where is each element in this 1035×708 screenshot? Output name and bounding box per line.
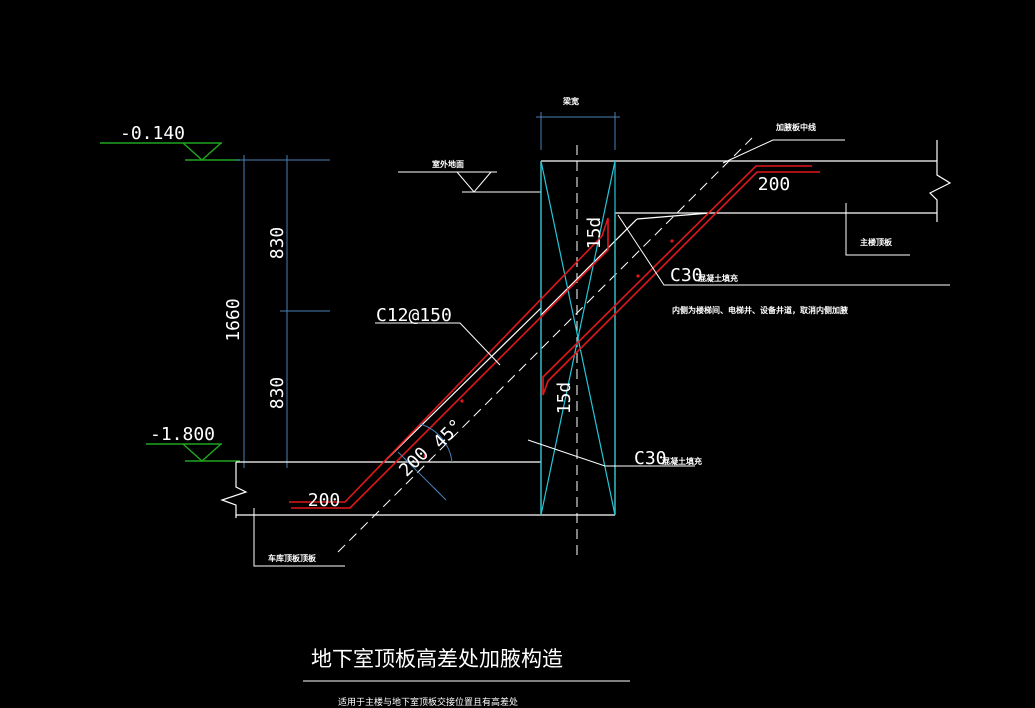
outdoor-ground-label: 室外地面 (432, 159, 464, 169)
column-cross (540, 160, 616, 516)
rebar-lines (289, 165, 820, 509)
dim-lower-830: 830 (267, 377, 288, 410)
ground-marker (398, 171, 541, 193)
angle-dim (397, 423, 453, 501)
garage-slab-label: 车库顶板顶板 (268, 553, 317, 563)
dashed-lines (337, 137, 753, 560)
beam-width-label: 梁宽 (562, 96, 579, 106)
rebar-dots (423, 239, 674, 458)
anchor-15d-top: 15d (584, 217, 605, 250)
dim-upper-830: 830 (267, 227, 288, 260)
elevation-marker-bottom: -1.800 (146, 424, 240, 463)
c30-lower-text: 混凝土填充 (662, 456, 702, 466)
main-roof-slab-label: 主楼顶板 (860, 237, 893, 247)
haunch-thickness-200: 200 (395, 443, 433, 481)
c30-upper-text: 混凝土填充 (698, 273, 738, 283)
slab-outlines (220, 140, 952, 518)
drawing-subtitle: 适用于主楼与地下室顶板交接位置且有高差处 (338, 696, 518, 708)
rebar-label: C12@150 (376, 305, 452, 326)
angle-45: 45° (429, 415, 467, 453)
anchor-15d-bottom: 15d (554, 382, 575, 415)
c30-lower: C30 (634, 448, 667, 469)
top-lap-200: 200 (758, 174, 791, 195)
drawing-title: 地下室顶板高差处加腋构造 (311, 647, 563, 671)
inner-side-note: 内侧为楼梯间、电梯井、设备井道，取消内侧加腋 (672, 305, 848, 315)
elevation-bottom-text: -1.800 (150, 424, 215, 445)
haunch-centerline-label: 加腋板中线 (775, 122, 816, 132)
elevation-marker-top: -0.140 (100, 123, 240, 162)
elevation-top-text: -0.140 (120, 123, 185, 144)
leader-lines (253, 139, 950, 567)
beam-width-dim (536, 112, 620, 150)
c30-upper: C30 (670, 265, 703, 286)
bottom-lap-200: 200 (308, 490, 341, 511)
dim-total-1660: 1660 (223, 298, 244, 341)
vertical-dimensions (236, 155, 330, 468)
